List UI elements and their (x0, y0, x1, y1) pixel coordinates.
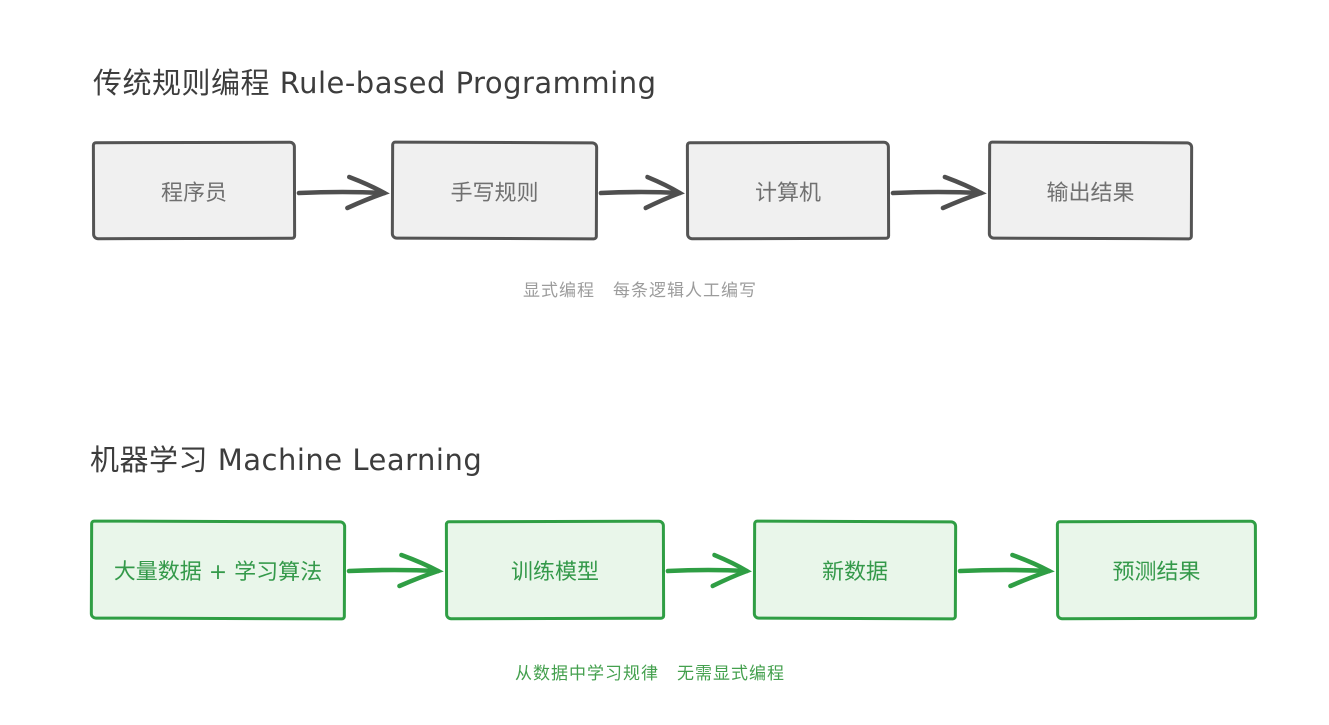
node-computer: 计算机 (685, 140, 891, 241)
node-label: 新数据 (821, 559, 889, 586)
node-new-data: 新数据 (752, 519, 958, 621)
section-title-rule-based: 传统规则编程 Rule-based Programming (93, 66, 657, 100)
node-label: 输出结果 (1046, 180, 1135, 206)
section-title-machine-learning: 机器学习 Machine Learning (90, 443, 483, 477)
arrow-right-icon (598, 174, 685, 211)
node-label: 预测结果 (1112, 559, 1201, 586)
node-label: 计算机 (754, 180, 822, 206)
node-handwritten-rules: 手写规则 (390, 140, 599, 241)
arrow-right-icon (957, 552, 1055, 589)
section-caption-rule-based: 显式编程 每条逻辑人工编写 (523, 281, 757, 301)
node-programmer: 程序员 (91, 140, 297, 241)
node-label: 大量数据 + 学习算法 (113, 559, 323, 586)
node-data-plus-algorithm: 大量数据 + 学习算法 (89, 519, 347, 621)
arrow-right-icon (665, 552, 752, 589)
arrow-right-icon (890, 174, 987, 211)
arrow-right-icon (296, 174, 390, 211)
arrow-right-icon (346, 552, 444, 589)
section-caption-machine-learning: 从数据中学习规律 无需显式编程 (515, 664, 785, 684)
node-label: 程序员 (160, 180, 228, 206)
node-train-model: 训练模型 (444, 519, 666, 621)
node-label: 训练模型 (510, 559, 600, 586)
node-output-result: 输出结果 (987, 140, 1194, 241)
node-label: 手写规则 (450, 180, 539, 206)
node-prediction-result: 预测结果 (1055, 519, 1258, 621)
